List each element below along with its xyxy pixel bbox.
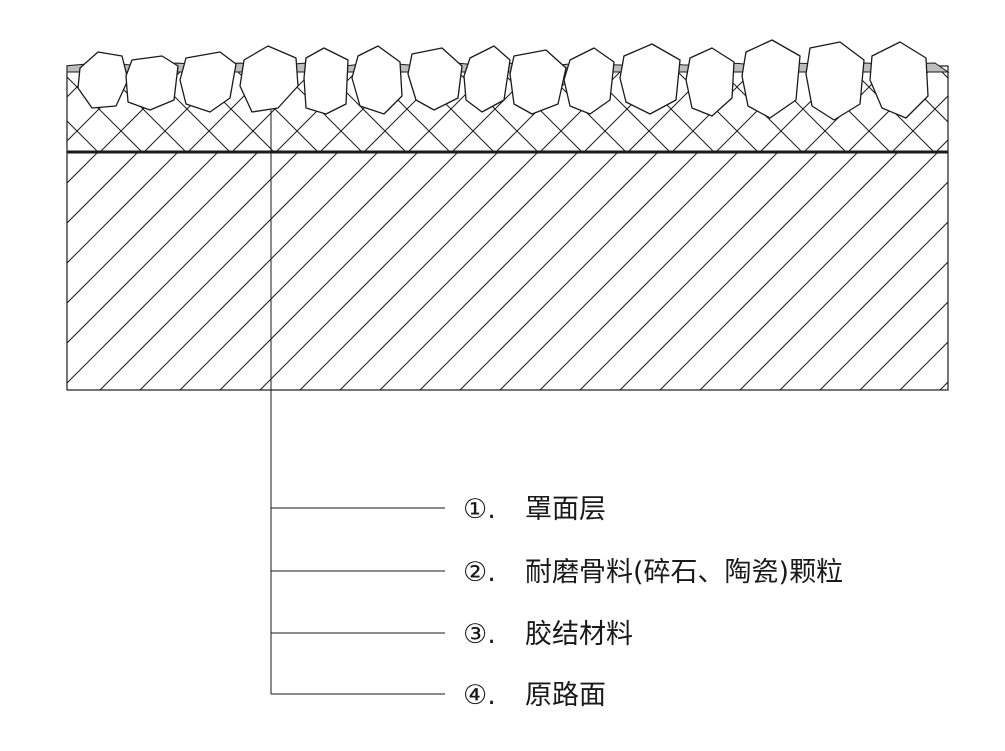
binder-hatch-line bbox=[0, 66, 10, 152]
base-hatch-line bbox=[779, 221, 948, 390]
base-hatch-line bbox=[67, 152, 219, 304]
aggregate-particle bbox=[685, 47, 735, 117]
base-hatch-line bbox=[899, 341, 948, 390]
leader-lines bbox=[270, 110, 445, 695]
base-hatch-line bbox=[179, 152, 419, 390]
aggregate-particle bbox=[303, 47, 349, 115]
layer-label-3-number: ③. bbox=[463, 619, 496, 650]
layer-label-2-number: ②. bbox=[463, 557, 496, 588]
base-hatch-line bbox=[0, 152, 58, 390]
base-hatch-line bbox=[539, 152, 779, 390]
base-hatch-line bbox=[67, 152, 139, 224]
base-hatch-line bbox=[499, 152, 739, 390]
aggregate-particle bbox=[179, 51, 237, 113]
base-hatch-line bbox=[99, 152, 339, 390]
base-hatch-line bbox=[739, 181, 948, 390]
base-hatch-line bbox=[859, 301, 948, 390]
base-hatch-line bbox=[459, 152, 699, 390]
layer-label-3-name: 胶结材料 bbox=[525, 619, 633, 650]
binder-hatch-line bbox=[0, 66, 54, 152]
aggregate-particle bbox=[125, 55, 179, 111]
aggregate-particles bbox=[77, 39, 929, 121]
aggregate-particle bbox=[77, 51, 129, 109]
base-hatch-line bbox=[339, 152, 579, 390]
base-hatch-line bbox=[219, 152, 459, 390]
aggregate-particle bbox=[407, 47, 463, 111]
base-layer-hatching bbox=[0, 152, 1005, 390]
base-hatch-line bbox=[139, 152, 379, 390]
binder-hatch-line bbox=[67, 76, 143, 152]
base-hatch-line bbox=[0, 152, 18, 390]
base-hatch-line bbox=[67, 152, 99, 184]
aggregate-particle bbox=[869, 41, 929, 119]
binder-hatch-line bbox=[67, 120, 99, 152]
aggregate-particle bbox=[239, 45, 299, 113]
aggregate-particle bbox=[563, 47, 615, 115]
base-hatch-line bbox=[699, 152, 939, 390]
layer-label-2: ②. 耐磨骨料(碎石、陶瓷)颗粒 bbox=[463, 557, 843, 588]
binder-hatch-line bbox=[980, 66, 1005, 152]
binder-hatch-line bbox=[935, 66, 948, 79]
base-hatch-line bbox=[619, 152, 859, 390]
base-hatch-line bbox=[67, 152, 179, 264]
layer-label-1: ①. 罩面层 bbox=[463, 494, 606, 525]
base-hatch-line bbox=[67, 152, 299, 384]
layer-label-1-number: ①. bbox=[463, 494, 496, 525]
base-hatch-line bbox=[980, 152, 1005, 390]
base-hatch-line bbox=[579, 152, 819, 390]
base-hatch-line bbox=[259, 152, 499, 390]
base-hatch-line bbox=[939, 381, 948, 390]
aggregate-particle bbox=[619, 43, 681, 115]
base-hatch-line bbox=[379, 152, 619, 390]
binder-hatch-line bbox=[935, 139, 948, 152]
binder-hatch-line bbox=[0, 66, 10, 152]
base-hatch-line bbox=[299, 152, 539, 390]
base-hatch-line bbox=[819, 261, 948, 390]
aggregate-particle bbox=[805, 41, 865, 121]
aggregate-particle bbox=[463, 45, 511, 113]
layer-label-4-number: ④. bbox=[463, 680, 496, 711]
aggregate-particle bbox=[741, 39, 801, 119]
layer-label-4-name: 原路面 bbox=[525, 680, 606, 711]
cross-section-frame bbox=[66, 65, 949, 391]
binder-hatch-line bbox=[980, 66, 1005, 152]
layer-label-3: ③. 胶结材料 bbox=[463, 619, 633, 650]
aggregate-particle bbox=[509, 49, 567, 115]
base-hatch-line bbox=[659, 152, 899, 390]
base-hatch-line bbox=[67, 152, 259, 344]
layer-label-4: ④. 原路面 bbox=[463, 680, 606, 711]
base-hatch-line bbox=[419, 152, 659, 390]
layer-label-1-name: 罩面层 bbox=[525, 494, 606, 525]
layer-label-2-name: 耐磨骨料(碎石、陶瓷)颗粒 bbox=[525, 557, 843, 588]
binder-hatch-line bbox=[0, 66, 54, 152]
aggregate-particle bbox=[351, 45, 403, 115]
